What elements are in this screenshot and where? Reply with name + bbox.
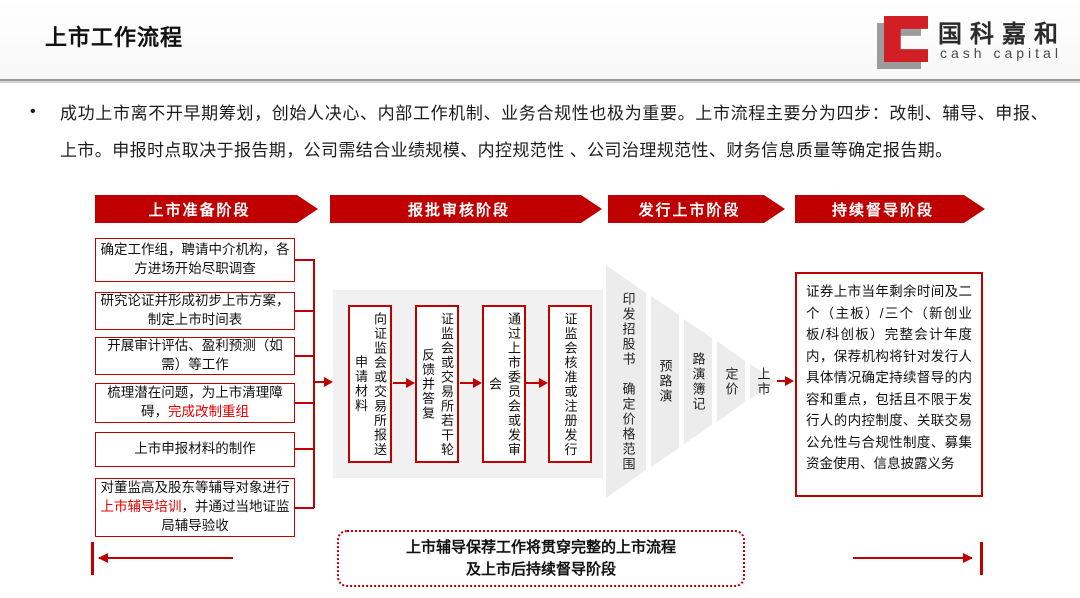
arrow-review-3-4 [526,378,548,388]
footer-left-endbar [91,542,94,575]
bullet-marker: • [30,103,36,120]
page-title: 上市工作流程 [45,25,184,50]
funnel-label-4: 定价 [723,366,739,397]
review-step-box-1: 向证监会或交易所报送 申请材料 [348,305,392,463]
logo-c-mark [884,16,928,62]
prep-step-box-1: 确定工作组，聘请中介机构，各方进场开始尽职调查 [95,238,295,282]
footer-left-arrow [98,553,233,563]
header-divider [0,79,1080,83]
prep-step-box-4: 梳理潜在问题，为上市清理障碍，完成改制重组 [95,383,295,423]
footer-right-endbar [980,542,983,575]
logo-name-cn: 国科嘉和 [938,21,1066,48]
arrow-prep-to-review [313,377,333,387]
funnel-label-3: 路演簿记 [690,351,706,412]
bracket-stub-2 [295,310,314,312]
arrow-review-1-2 [393,378,415,388]
phase-banner-preparation: 上市准备阶段 [95,195,318,223]
funnel-slice-2 [651,296,679,467]
footer-note-box: 上市辅导保荐工作将贯穿完整的上市流程 及上市后持续督导阶段 [337,530,745,587]
bracket-stub-6 [295,507,314,509]
prep-step-box-5: 上市申报材料的制作 [95,432,295,467]
logo-c-icon [877,16,928,69]
company-logo: 国科嘉和 cash capital [877,12,1058,69]
prep-step-box-6: 对董监高及股东等辅导对象进行上市辅导培训，并通过当地证监局辅导验收 [95,478,295,537]
funnel-label-2: 预路演 [657,359,673,404]
footer-right-arrow [853,553,973,563]
supervision-note-box: 证券上市当年剩余时间及二个（主板）/三个（新创业板/科创板）完整会计年度内，保荐… [795,272,983,497]
prep-step-box-3: 开展审计评估、盈利预测（如需）等工作 [95,337,295,375]
bracket-stub-5 [295,448,314,450]
funnel-label-5: 上市 [755,366,771,397]
review-step-box-4: 证监会核准或注册发行 [548,305,592,463]
logo-name-en: cash capital [940,45,1062,61]
intro-paragraph: 成功上市离不开早期筹划，创始人决心、内部工作机制、业务合规性也极为重要。上市流程… [60,104,1048,160]
header: 上市工作流程 国科嘉和 cash capital [0,0,1080,80]
review-step-box-2: 证监会或交易所若干轮 反馈并答复 [415,305,459,463]
arrow-funnel-to-supervision [777,376,794,386]
funnel-slice-3 [684,319,712,444]
funnel-label-1: 印发招股书 确定价格范围 [620,291,636,472]
phase-banner-supervision: 持续督导阶段 [795,195,985,223]
review-step-box-3: 通过上市委员会或发审会 [482,305,526,463]
bracket-stub-1 [295,259,314,261]
arrow-review-2-3 [460,378,482,388]
issuance-funnel: 印发招股书 确定价格范围 预路演 路演簿记 定价 上市 [606,265,775,498]
phase-banner-issuance: 发行上市阶段 [608,195,785,223]
funnel-slice-1 [606,265,646,498]
phase-banner-review: 报批审核阶段 [330,195,602,223]
prep-step-box-2: 研究论证并形成初步上市方案，制定上市时间表 [95,292,295,330]
bracket-stub-4 [295,402,314,404]
bracket-vertical-line [313,259,315,508]
bracket-stub-3 [295,355,314,357]
